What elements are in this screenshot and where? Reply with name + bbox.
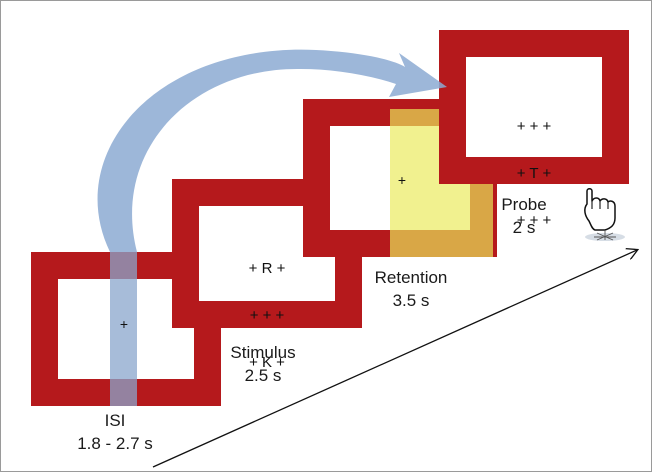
probe-frame (439, 30, 629, 184)
probe-name: Probe (501, 195, 547, 214)
isi-label: ISI 1.8 - 2.7 s (65, 409, 165, 455)
retention-duration: 3.5 s (392, 291, 430, 310)
stimulus-grid-row: + K + (249, 354, 285, 371)
retention-label: Retention 3.5 s (361, 266, 461, 312)
stimulus-label: Stimulus 2.5 s (213, 341, 313, 387)
time-axis-arrow-icon (152, 250, 637, 468)
isi-vertical-bar (110, 252, 137, 406)
isi-fixation-cross: + (119, 316, 129, 332)
probe-grid-row: + + + (516, 212, 552, 229)
stimulus-name: Stimulus (230, 343, 296, 362)
isi-name: ISI (104, 411, 126, 430)
stimulus-duration: 2.5 s (244, 366, 282, 385)
probe-grid-row: + + + (516, 117, 552, 135)
retention-fixation-cross: + (397, 172, 407, 188)
probe-label: Probe 2 s (489, 193, 559, 239)
stimulus-grid-row: + + + (249, 306, 285, 324)
retention-name: Retention (374, 268, 448, 287)
probe-letter-grid: + + + + T + + + + (494, 87, 574, 260)
hand-press-icon (584, 188, 625, 241)
probe-duration: 2 s (512, 218, 536, 237)
isi-duration: 1.8 - 2.7 s (77, 434, 153, 453)
probe-grid-row: + T + (516, 164, 552, 182)
curved-arrow-icon (97, 49, 447, 252)
stimulus-grid-row: + R + (248, 259, 286, 277)
stimulus-letter-grid: + R + + + + + K + (227, 229, 307, 402)
